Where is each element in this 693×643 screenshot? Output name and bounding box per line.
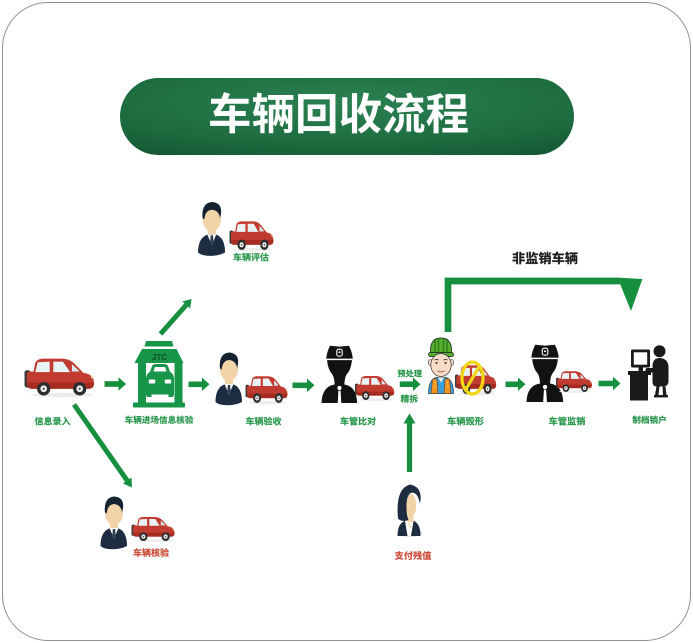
svg-text:JTC: JTC [152, 353, 167, 362]
